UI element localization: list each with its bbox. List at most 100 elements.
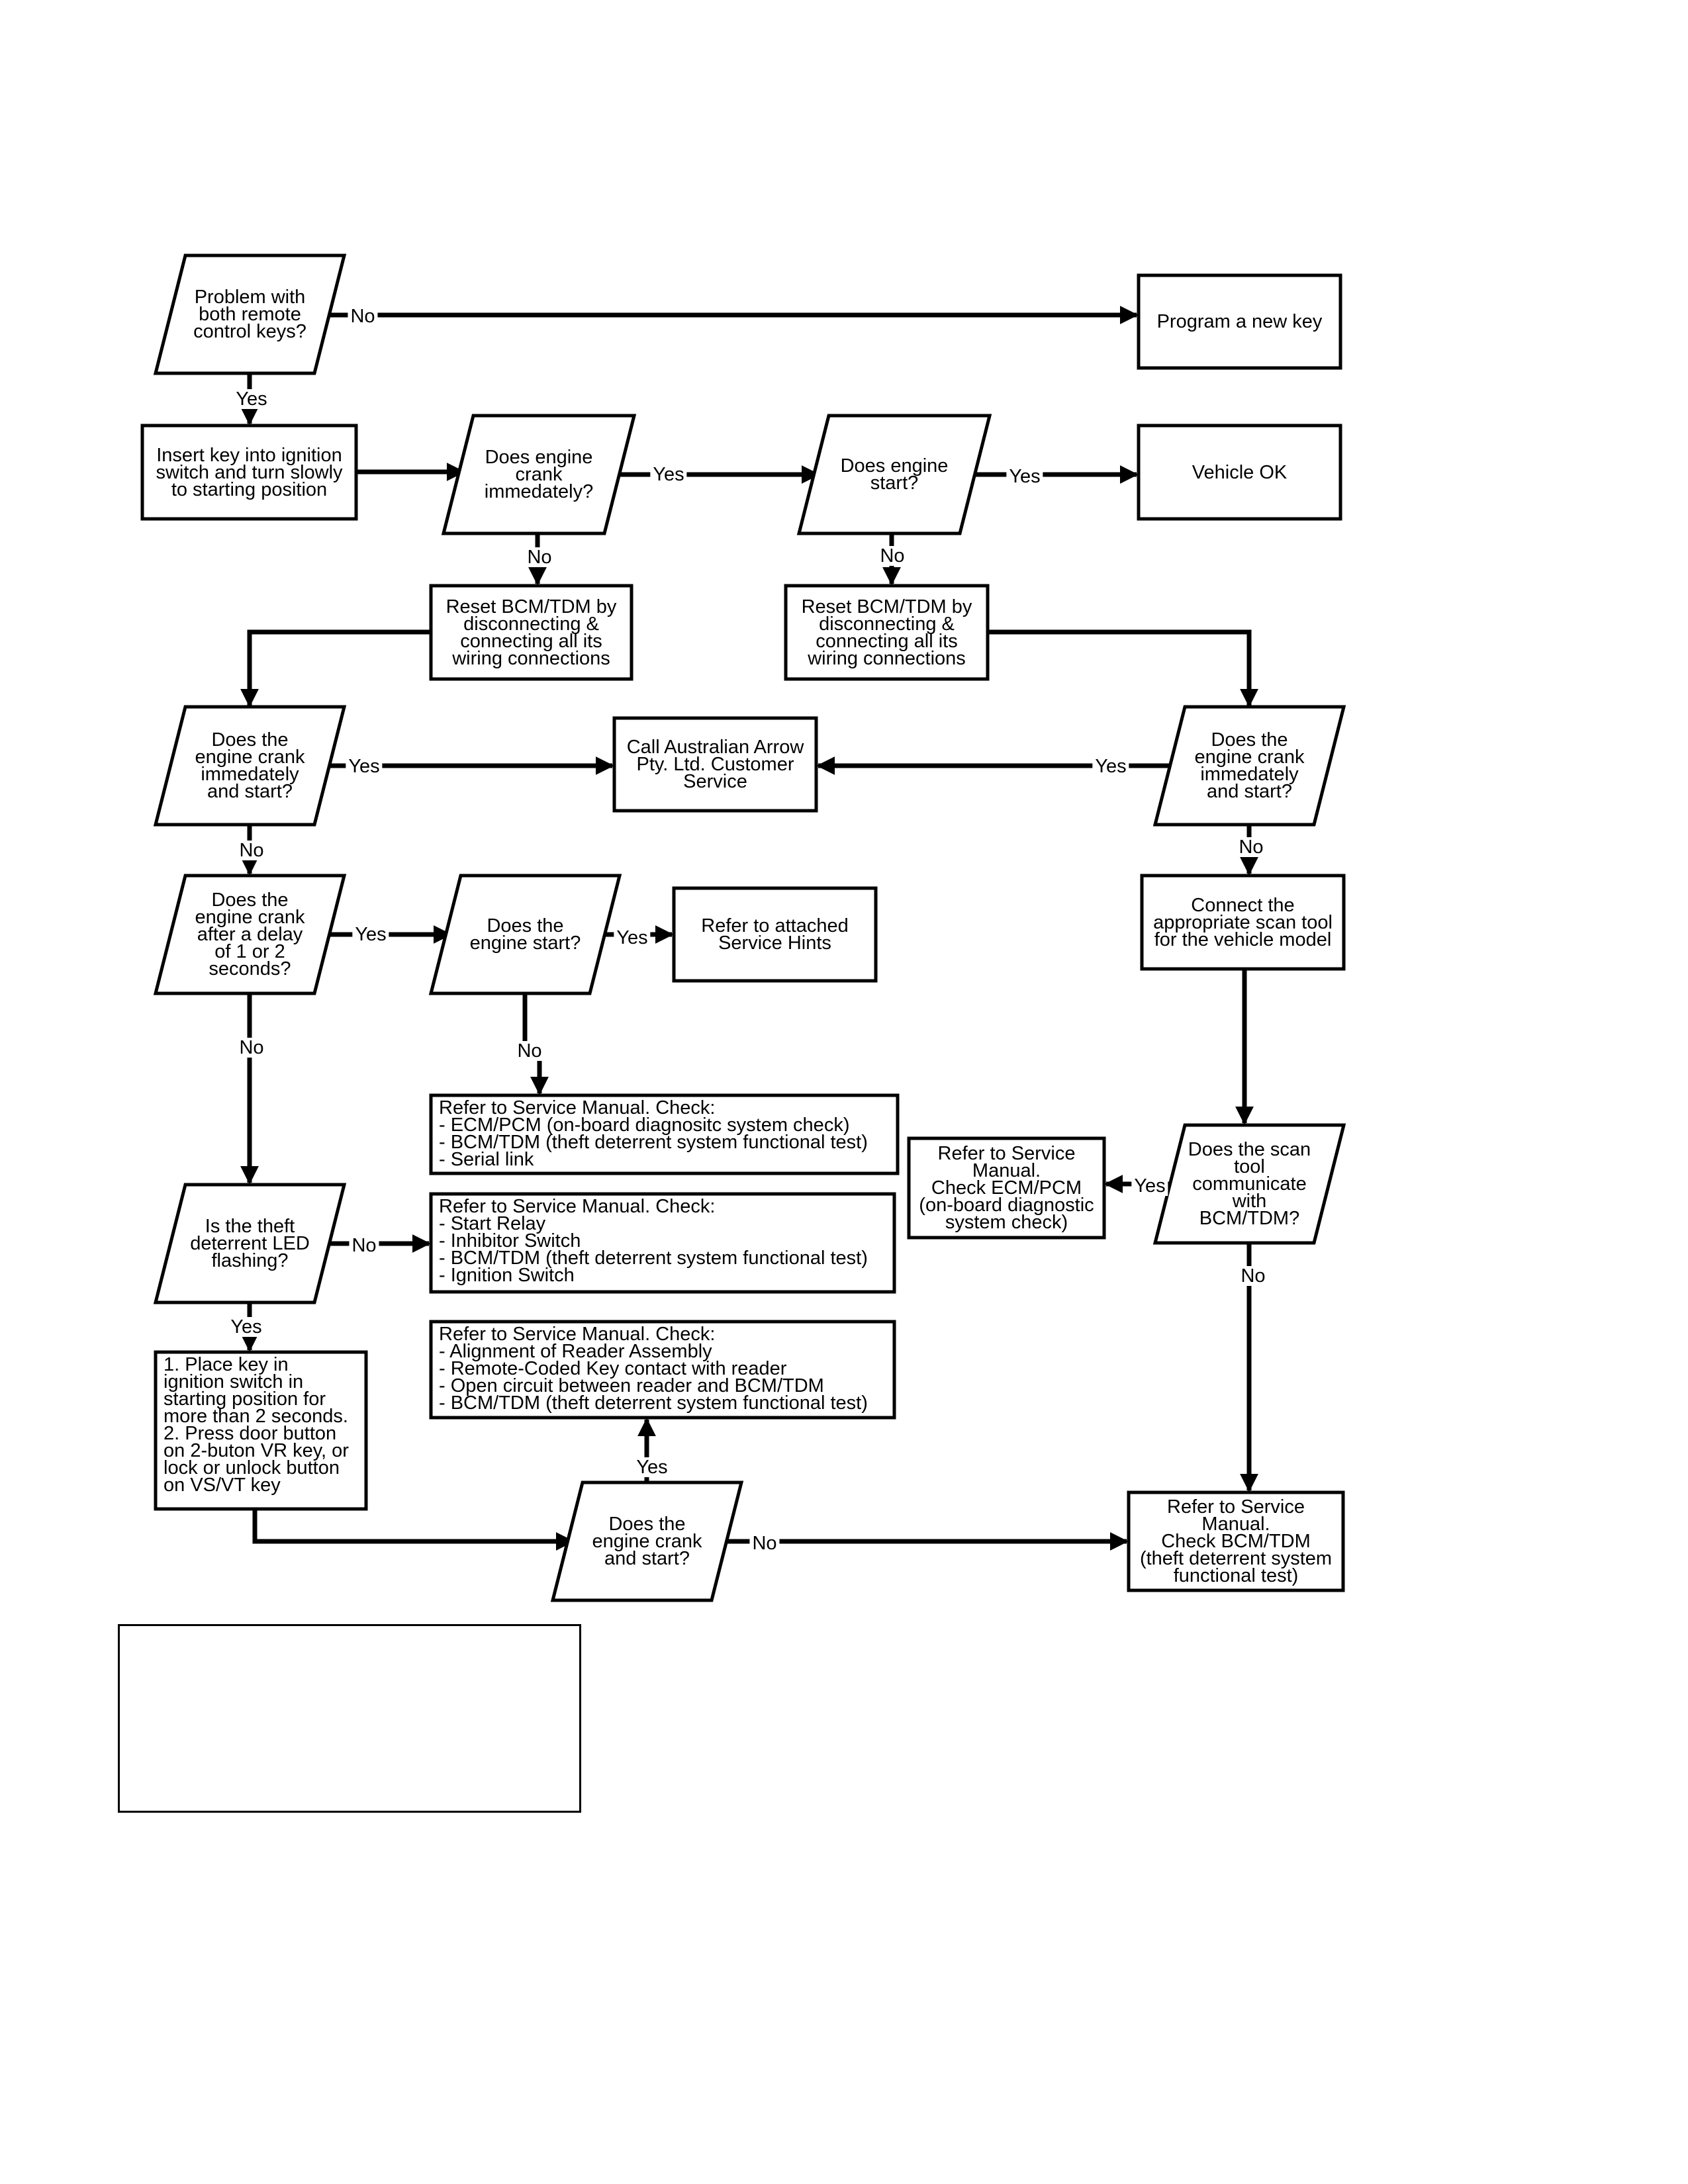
connector-label-no: No bbox=[1236, 837, 1266, 857]
connector-label-yes: Yes bbox=[1006, 467, 1043, 486]
process-shape-n21 bbox=[154, 1350, 368, 1511]
decision-shape-n1 bbox=[153, 253, 347, 375]
process-text-n6: Vehicle OK bbox=[1141, 426, 1338, 519]
connector-n7-n9 bbox=[240, 629, 431, 707]
connector-label-yes: Yes bbox=[1092, 756, 1129, 776]
node-line: - BCM/TDM (theft deterrent system functi… bbox=[439, 1132, 868, 1153]
connector-label-no: No bbox=[524, 547, 555, 567]
process-shape-n2 bbox=[1137, 273, 1342, 370]
node-line: immedately? bbox=[484, 481, 594, 502]
connector-label-no: No bbox=[349, 1236, 379, 1255]
connector-label-no: No bbox=[749, 1533, 780, 1553]
node-line: seconds? bbox=[209, 958, 291, 979]
connector-n8-n11 bbox=[988, 629, 1258, 707]
node-line: Vehicle OK bbox=[1192, 461, 1288, 483]
node-line: Check BCM/TDM bbox=[1161, 1531, 1311, 1552]
node-line: Does the bbox=[211, 729, 289, 751]
process-shape-n20 bbox=[429, 1192, 896, 1294]
node-line: Does the bbox=[608, 1514, 686, 1535]
node-line: lock or unlock button bbox=[164, 1457, 340, 1479]
node-line: Does engine bbox=[840, 455, 949, 477]
connector-label-yes: Yes bbox=[1131, 1176, 1168, 1196]
node-line: appropriate scan tool bbox=[1153, 911, 1333, 933]
connector-label-no: No bbox=[236, 1038, 267, 1058]
connector-label-no: No bbox=[514, 1041, 545, 1061]
node-line: crank bbox=[515, 464, 563, 485]
node-line: and start? bbox=[207, 781, 293, 802]
node-line: Does the bbox=[1211, 729, 1288, 751]
node-line: - Open circuit between reader and BCM/TD… bbox=[439, 1375, 824, 1396]
connector-label-yes: Yes bbox=[346, 756, 383, 776]
process-shape-n22 bbox=[429, 1320, 896, 1420]
connector-label-no: No bbox=[348, 306, 378, 326]
node-line: on VS/VT key bbox=[164, 1475, 281, 1496]
node-line: Reset BCM/TDM by bbox=[801, 596, 972, 617]
node-line: functional test) bbox=[1173, 1565, 1299, 1586]
decision-shape-n11 bbox=[1152, 705, 1346, 827]
process-shape-n8 bbox=[784, 584, 990, 681]
node-line: (theft deterrent system bbox=[1139, 1548, 1333, 1569]
node-line: - Serial link bbox=[439, 1149, 534, 1170]
connector-label-yes: Yes bbox=[633, 1457, 671, 1477]
connector-label-no: No bbox=[236, 841, 267, 860]
node-line: Manual. bbox=[1201, 1514, 1270, 1535]
decision-shape-n9 bbox=[153, 705, 347, 827]
connector-label-yes: Yes bbox=[650, 465, 687, 484]
node-line: Manual. bbox=[972, 1160, 1041, 1181]
process-shape-n17 bbox=[907, 1136, 1106, 1240]
node-line: and start? bbox=[1207, 781, 1292, 802]
process-text-n20: Refer to Service Manual. Check:- Start R… bbox=[439, 1196, 893, 1292]
process-shape-n3 bbox=[140, 424, 358, 521]
node-line: Check ECM/PCM bbox=[931, 1177, 1082, 1199]
node-line: wiring connections bbox=[452, 647, 610, 669]
node-line: starting position for bbox=[164, 1388, 326, 1410]
node-line: engine crank bbox=[592, 1531, 702, 1552]
node-line: - BCM/TDM (theft deterrent system functi… bbox=[439, 1248, 868, 1269]
node-line: Is the theft bbox=[205, 1216, 295, 1237]
node-line: - BCM/TDM (theft deterrent system functi… bbox=[439, 1392, 868, 1414]
connector-label-no: No bbox=[877, 546, 908, 566]
process-shape-n16 bbox=[429, 1093, 900, 1175]
node-line: engine crank bbox=[195, 747, 305, 768]
node-line: Program a new key bbox=[1156, 311, 1323, 332]
node-line: immedately bbox=[201, 764, 299, 785]
node-line: and start? bbox=[604, 1548, 690, 1569]
connector-label-no: No bbox=[1238, 1266, 1268, 1286]
process-text-n2: Program a new key bbox=[1141, 275, 1338, 368]
node-line: Does engine bbox=[485, 447, 593, 468]
node-line: - Remote-Coded Key contact with reader bbox=[439, 1358, 787, 1379]
node-line: Refer to Service Manual. Check: bbox=[439, 1324, 716, 1345]
decision-shape-n12 bbox=[153, 874, 347, 995]
node-line: Refer to Service Manual. Check: bbox=[439, 1097, 716, 1118]
connector-label-yes: Yes bbox=[352, 925, 389, 944]
node-line: engine crank bbox=[195, 907, 305, 928]
node-line: for the vehicle model bbox=[1154, 929, 1332, 950]
process-shape-n10 bbox=[612, 716, 818, 813]
node-line: Does the bbox=[487, 915, 564, 936]
node-line: Refer to Service bbox=[937, 1143, 1076, 1164]
node-line: communicate bbox=[1192, 1173, 1307, 1195]
node-line: system check) bbox=[945, 1212, 1068, 1233]
node-line: BCM/TDM? bbox=[1199, 1208, 1300, 1229]
node-line: both remote bbox=[199, 304, 301, 325]
node-line: switch and turn slowly bbox=[156, 461, 343, 483]
decision-shape-n18 bbox=[1152, 1123, 1346, 1245]
node-line: Refer to Service Manual. Check: bbox=[439, 1196, 716, 1217]
node-line: flashing? bbox=[211, 1250, 289, 1271]
process-shape-n14 bbox=[672, 886, 878, 983]
node-line: control keys? bbox=[193, 321, 306, 342]
